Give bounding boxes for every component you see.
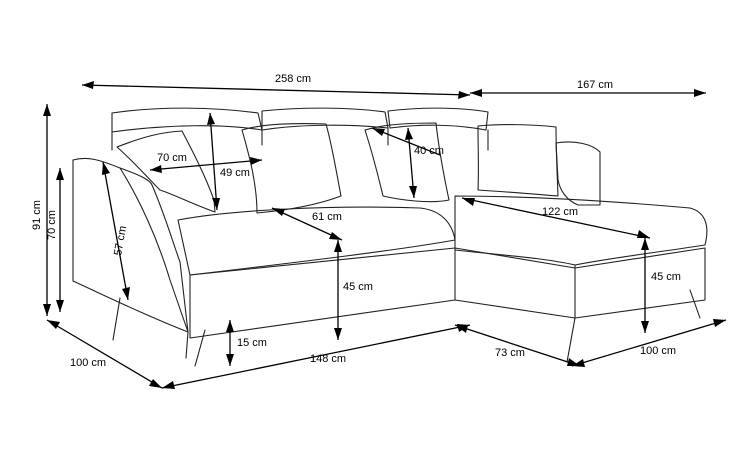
base-front-edge — [454, 249, 576, 319]
leg-3 — [194, 329, 206, 367]
label-back-cushion-width: 70 cm — [157, 152, 187, 164]
left-armrest — [72, 157, 189, 333]
leg-4 — [566, 317, 576, 363]
label-total-width: 258 cm — [275, 73, 311, 85]
back-rest-body — [111, 127, 489, 151]
label-front-width: 148 cm — [310, 353, 346, 365]
dimension-lines — [43, 81, 727, 389]
label-chaise-seat-length: 122 cm — [542, 206, 578, 218]
sofa-outline — [72, 107, 708, 367]
label-chaise-length: 167 cm — [577, 79, 613, 91]
back-cushion-right — [387, 107, 489, 131]
dimension-labels: 258 cm 167 cm 91 cm 70 cm 100 cm 70 cm 4… — [31, 73, 681, 369]
label-leg-height: 15 cm — [237, 337, 267, 349]
label-back-cushion-height: 49 cm — [220, 167, 250, 179]
seat-chaise — [454, 195, 708, 266]
back-cushion-middle — [261, 107, 389, 131]
pillow-1 — [116, 130, 216, 213]
label-chaise-width: 73 cm — [495, 347, 525, 359]
seat-main — [177, 206, 456, 276]
label-chaise-depth: 100 cm — [640, 345, 676, 357]
label-seat-depth: 61 cm — [312, 211, 342, 223]
label-armrest-depth: 100 cm — [70, 357, 106, 369]
back-cushion-left — [111, 107, 263, 133]
label-seat-height: 45 cm — [343, 281, 373, 293]
label-total-height: 91 cm — [31, 200, 43, 230]
leg-1 — [112, 297, 121, 341]
leg-5 — [689, 289, 701, 319]
pillow-2 — [241, 122, 342, 214]
left-armrest-edge — [119, 167, 189, 333]
sofa-base — [189, 247, 706, 339]
right-armrest — [555, 141, 601, 206]
label-throw-pillow: 40 cm — [414, 145, 444, 157]
pillow-3 — [364, 122, 450, 203]
label-armrest-height: 57 cm — [112, 225, 129, 257]
label-back-height: 70 cm — [46, 210, 58, 240]
leg-2 — [185, 331, 189, 359]
pillow-4 — [477, 124, 559, 197]
label-chaise-seat-height: 45 cm — [651, 271, 681, 283]
